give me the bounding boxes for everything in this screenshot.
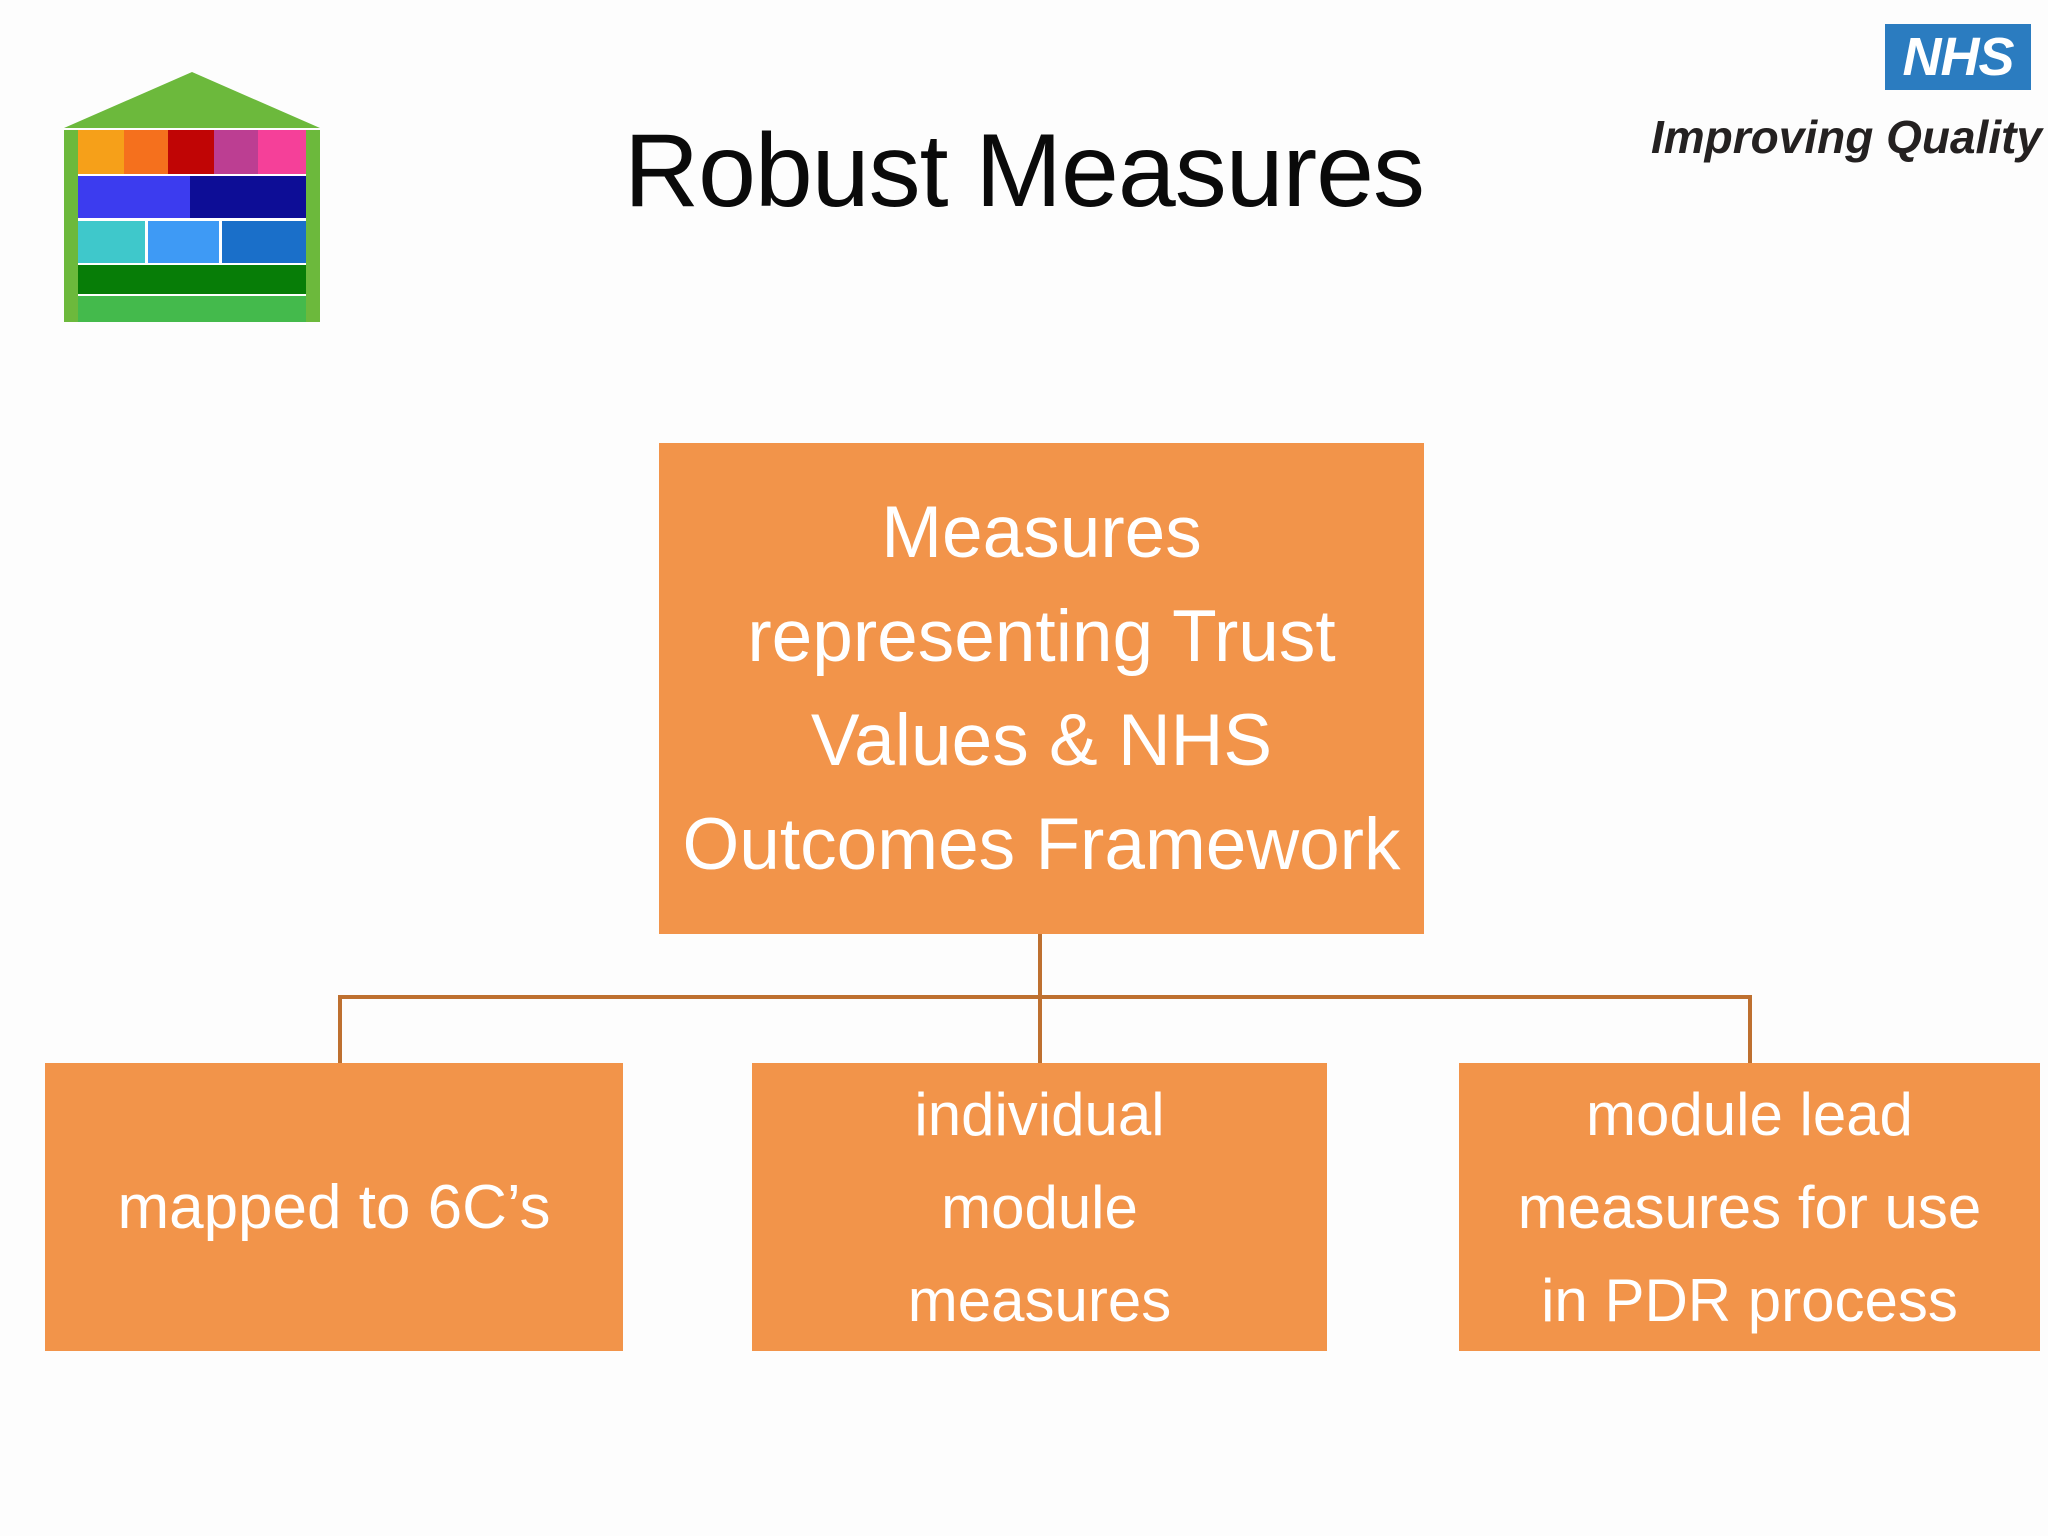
connector-right-stub xyxy=(1748,995,1752,1063)
logo-block xyxy=(147,221,219,263)
logo-block xyxy=(78,221,145,263)
logo-block xyxy=(221,221,306,263)
house-body xyxy=(64,130,320,322)
nhs-tagline: Improving Quality xyxy=(1650,111,2042,163)
logo-block xyxy=(257,130,306,174)
logo-block-row xyxy=(78,176,306,218)
logo-block-row xyxy=(78,221,306,263)
house-wall-left xyxy=(64,130,78,322)
house-logo-icon xyxy=(64,72,320,322)
logo-block-row xyxy=(78,130,306,174)
page-title: Robust Measures xyxy=(623,113,1425,229)
org-node-individual-module-measures: individual module measures xyxy=(752,1063,1327,1351)
org-node-root: Measures representing Trust Values & NHS… xyxy=(659,443,1424,934)
logo-block xyxy=(189,176,306,218)
logo-block xyxy=(167,130,214,174)
logo-block-row xyxy=(78,296,306,322)
logo-block-row xyxy=(78,265,306,294)
logo-block xyxy=(124,130,168,174)
org-node-mapped-to-6cs: mapped to 6C’s xyxy=(45,1063,623,1351)
connector-left-stub xyxy=(338,995,342,1063)
nhs-logo-icon: NHS xyxy=(1885,24,2031,90)
house-wall-right xyxy=(306,130,320,322)
logo-block xyxy=(78,130,125,174)
house-blocks xyxy=(78,130,306,322)
logo-block xyxy=(78,176,190,218)
house-roof xyxy=(64,72,320,128)
org-node-module-lead-measures: module lead measures for use in PDR proc… xyxy=(1459,1063,2040,1351)
logo-block xyxy=(213,130,258,174)
connector-horizontal-rail xyxy=(338,995,1752,999)
